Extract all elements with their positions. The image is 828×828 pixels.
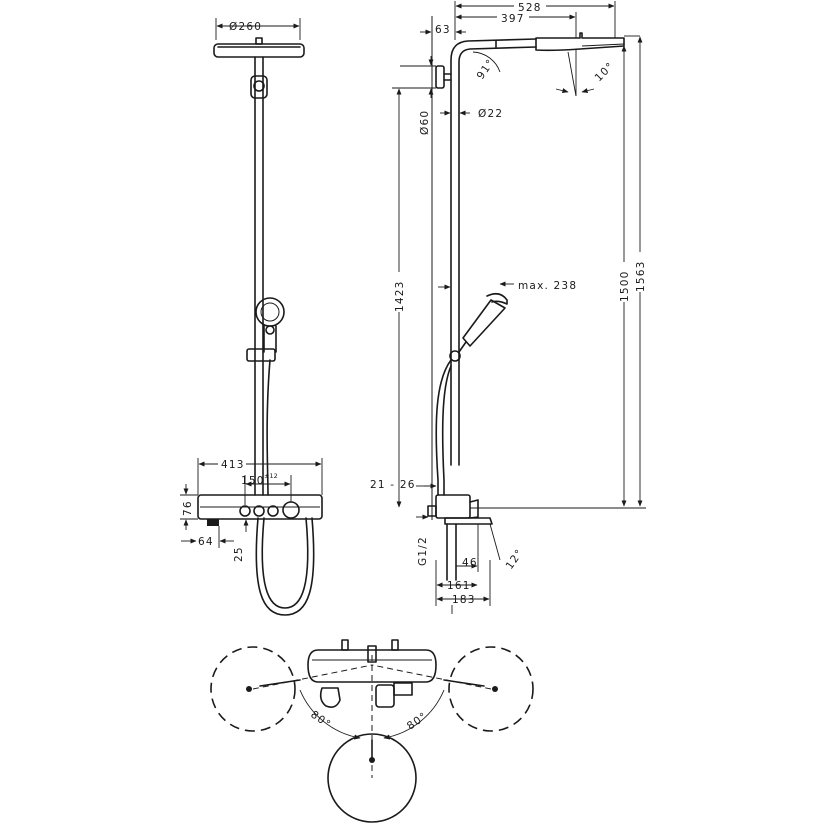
swivel-right-circle (448, 646, 534, 732)
swivel-lines (246, 655, 498, 778)
dim-head-height: 1500 (618, 45, 631, 507)
side-view: 528 397 63 91° (370, 0, 647, 614)
side-hand-shower (449, 292, 508, 362)
dim-body-width-label: 413 (221, 459, 245, 471)
swivel-right-label: 80° (405, 710, 430, 733)
dim-wall-offset: 63 (420, 24, 466, 40)
dim-head-height-label: 1500 (619, 270, 631, 302)
dim-spout: 46 12° 161 183 (435, 523, 527, 614)
front-view: Ø260 (180, 18, 323, 616)
dim-valve-spacing: 150 ±12 (241, 472, 292, 505)
dim-arm-to-head: 397 (455, 12, 577, 38)
dim-spout-183-label: 183 (452, 594, 476, 606)
dim-wall-range: 21 - 26 (370, 479, 437, 520)
head-center-circle (327, 733, 417, 823)
dim-handshower-max: max. 238 (438, 280, 577, 292)
dim-body-width: 413 (197, 456, 323, 495)
dim-thread-label: G1/2 (417, 536, 429, 566)
front-thermostat-body (197, 494, 323, 526)
dim-arm-to-head-label: 397 (501, 13, 525, 25)
dim-valve-spacing-label: 150 (241, 475, 265, 487)
dim-arm-angle-label: 91° (475, 57, 498, 82)
dim-valve-spacing-tolerance: ±12 (264, 472, 278, 480)
front-riser-pipe (250, 56, 268, 496)
dim-body-height-label: 76 (182, 500, 194, 516)
front-hand-shower (246, 297, 285, 362)
dim-pipe-diameter-label: Ø22 (478, 108, 503, 120)
side-shower-arm (450, 32, 640, 466)
dim-pipe-diameter: Ø22 (440, 108, 503, 120)
dim-spout-46-label: 46 (462, 557, 478, 569)
top-view: 80° 80° (210, 639, 534, 823)
swivel-left-label: 80° (308, 709, 333, 732)
side-thermostat-body (427, 494, 493, 581)
dim-head-diameter: Ø260 (215, 18, 301, 40)
dim-total-height-label: 1563 (635, 260, 647, 292)
dim-wall-range-label: 21 - 26 (370, 479, 416, 491)
side-hose (435, 359, 452, 496)
dim-flange-diameter-label: Ø60 (419, 110, 431, 135)
dim-outlet-offset-label: 64 (198, 536, 214, 548)
dim-outlet-depth-label: 25 (233, 546, 245, 562)
dim-arm-reach: 528 (454, 0, 616, 40)
side-wall-flange (400, 65, 452, 89)
dim-outlet-depth: 25 (233, 518, 252, 562)
dim-spout-angle-label: 12° (504, 547, 527, 572)
dim-wall-offset-label: 63 (435, 24, 451, 36)
top-thermostat-body (307, 639, 437, 708)
dim-body-height: 76 (180, 484, 198, 530)
dim-outlet-offset: 64 (181, 526, 234, 548)
dim-handshower-max-label: max. 238 (518, 280, 577, 292)
dim-thread: G1/2 (417, 536, 429, 566)
dim-rail-height-label: 1423 (394, 280, 406, 312)
dim-head-diameter-label: Ø260 (229, 21, 262, 33)
front-overhead-shower (213, 37, 305, 58)
swivel-left-circle (210, 646, 296, 732)
dim-head-tilt: 10° (555, 50, 617, 97)
dim-head-tilt-label: 10° (593, 60, 617, 84)
front-hose-loop (255, 517, 315, 616)
dim-spout-161-label: 161 (447, 580, 471, 592)
dim-total-height: 1563 (470, 36, 647, 509)
dim-rail-height: 1423 (392, 87, 436, 508)
dim-arm-angle: 91° (472, 51, 501, 82)
dim-arm-reach-label: 528 (518, 2, 542, 14)
dim-flange-diameter: Ø60 (419, 56, 434, 135)
